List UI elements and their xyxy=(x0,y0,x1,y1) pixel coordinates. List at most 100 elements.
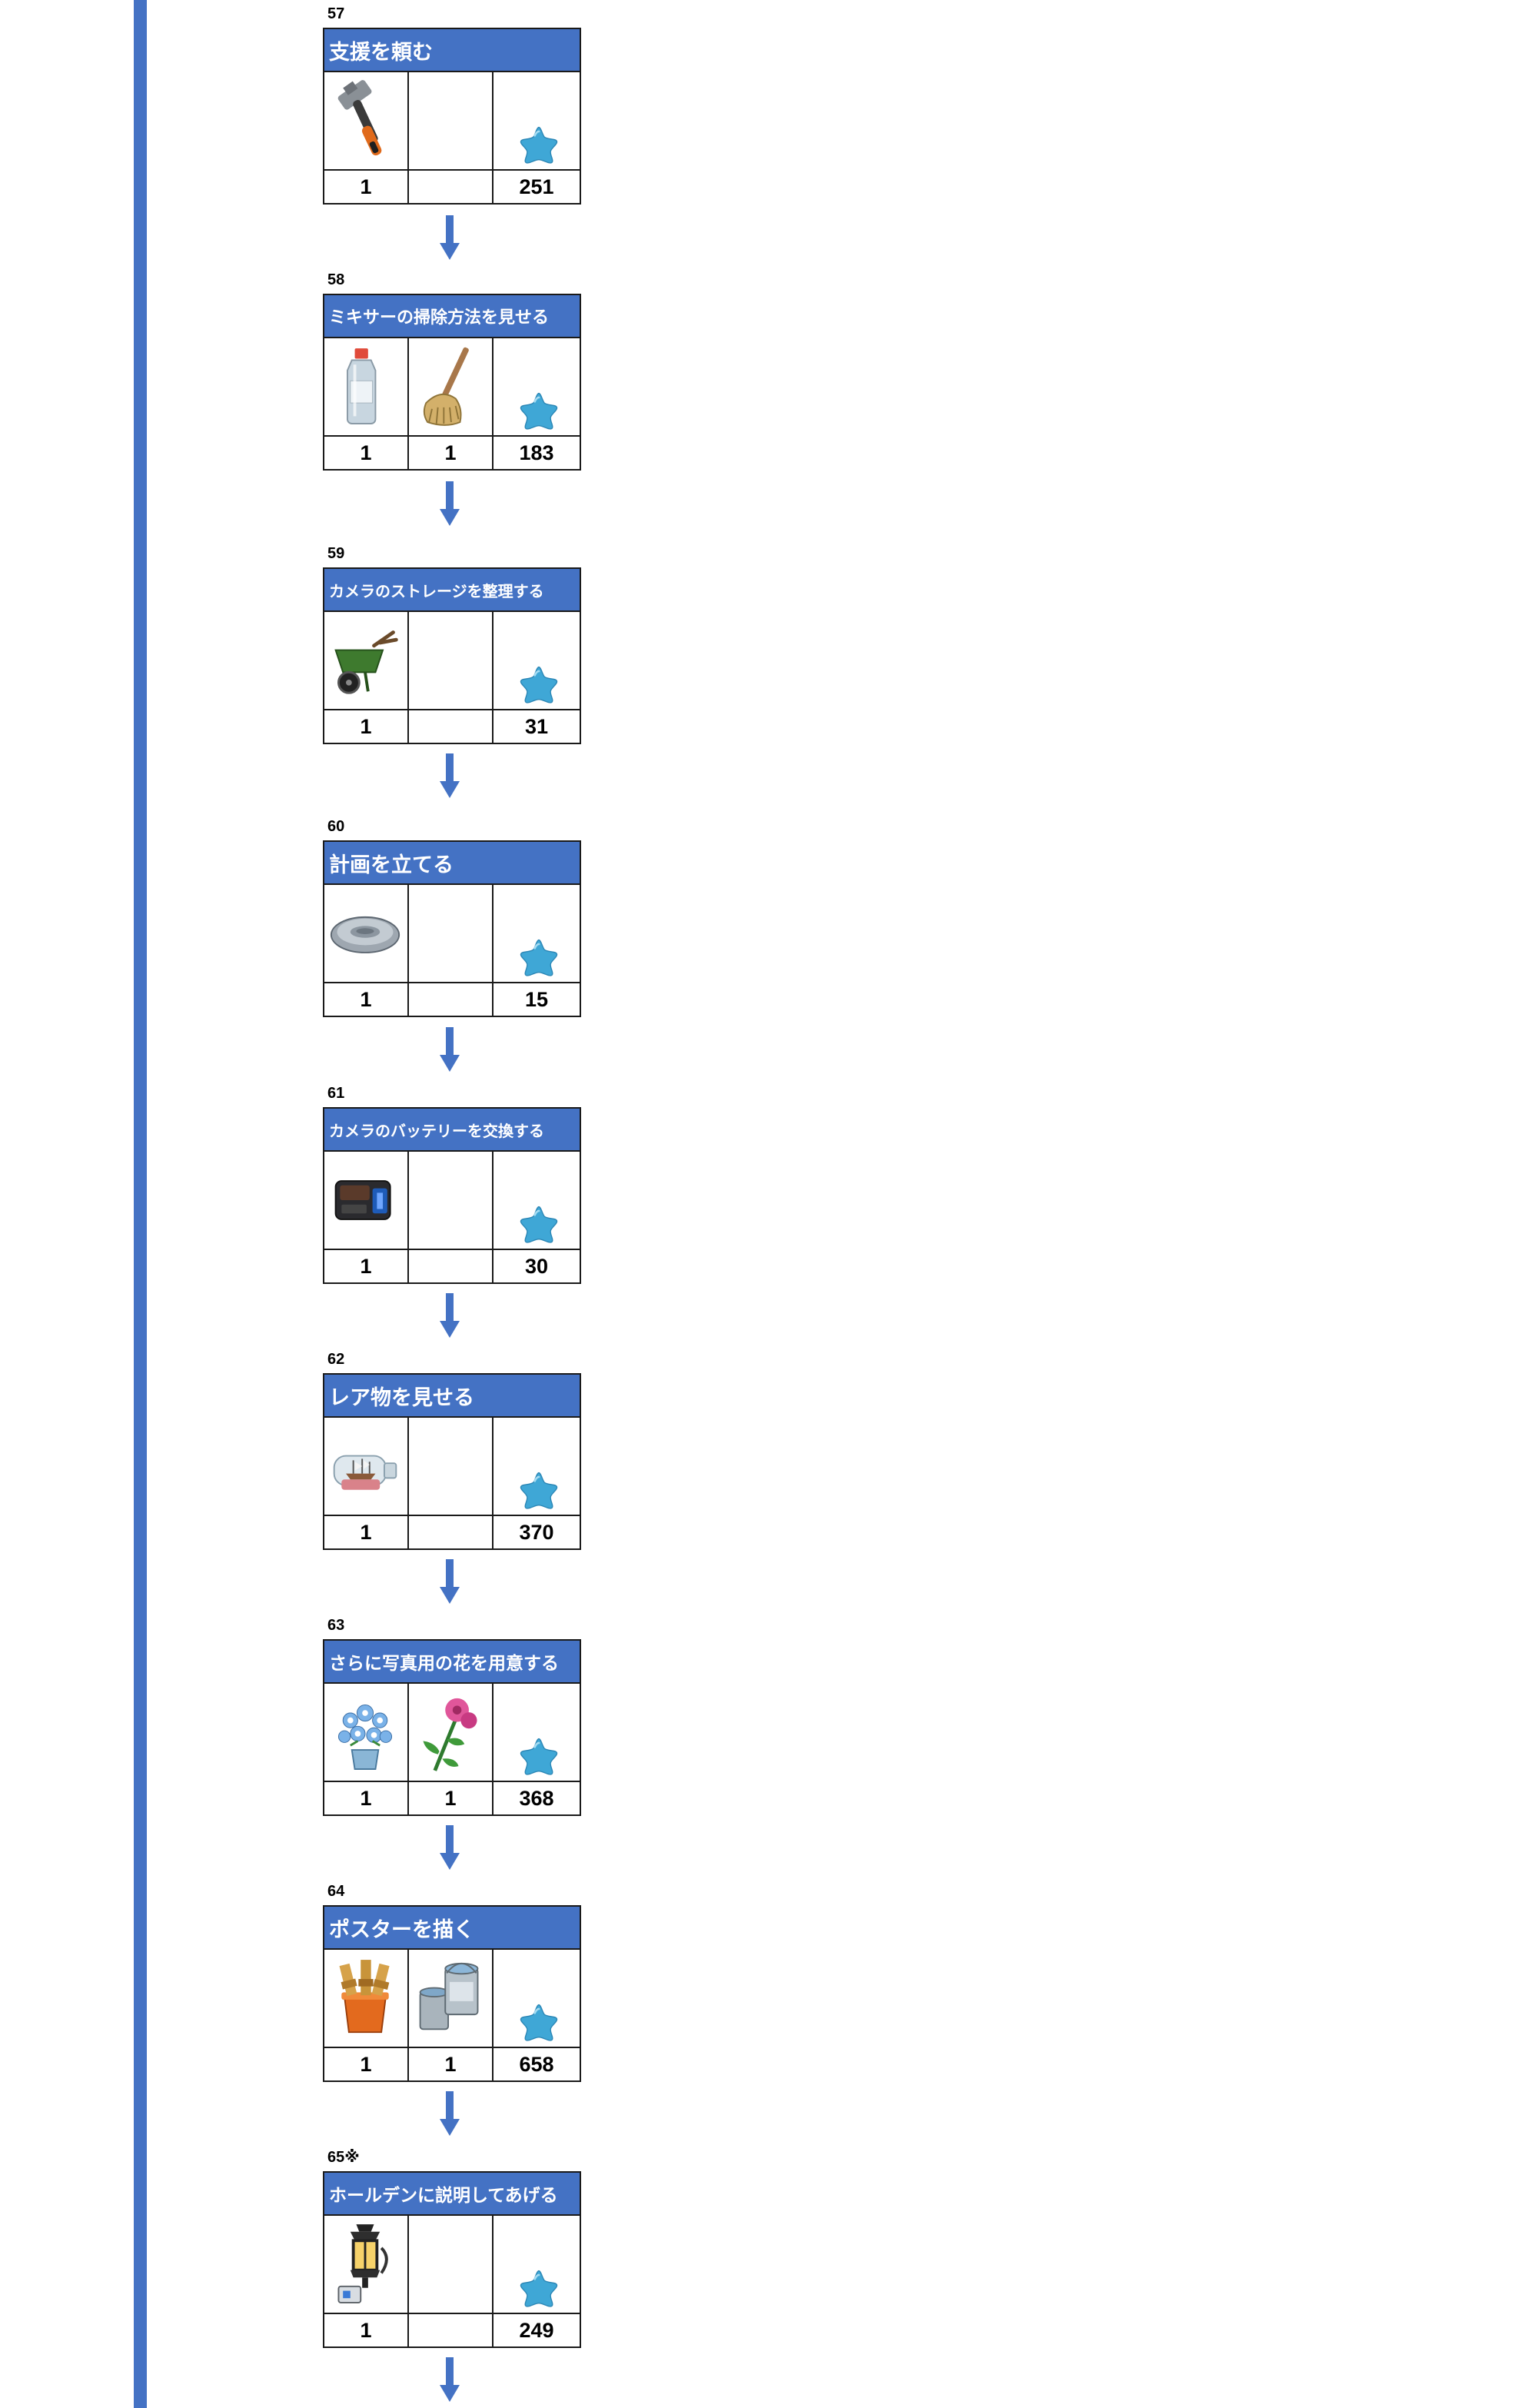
left-accent-bar xyxy=(134,0,147,2408)
down-arrow-icon xyxy=(438,2357,461,2403)
item-count: 1 xyxy=(324,2048,409,2080)
quest-number: 61 xyxy=(327,1085,345,1102)
item-image-cell xyxy=(409,1418,493,1516)
item-image-row xyxy=(324,612,580,710)
flower-bouquet-icon xyxy=(328,1688,402,1777)
down-arrow-icon xyxy=(438,2091,461,2137)
item-count-row: 1 251 xyxy=(324,171,580,203)
down-arrow-icon xyxy=(438,1559,461,1605)
star-count: 15 xyxy=(524,987,549,1011)
star-count: 249 xyxy=(519,2318,554,2342)
star-icon xyxy=(518,391,560,431)
quest-number: 63 xyxy=(327,1617,345,1634)
star-icon xyxy=(518,1470,560,1510)
hammer-icon xyxy=(328,76,402,165)
cleaner-bottle-icon xyxy=(328,342,402,431)
star-icon xyxy=(518,1204,560,1244)
star-reward-cell xyxy=(493,72,580,171)
stone-plate-icon xyxy=(328,889,402,978)
quest-number: 64 xyxy=(327,1883,345,1900)
item-count: 1 xyxy=(324,710,409,743)
item-image-cell xyxy=(324,1418,409,1516)
item-count: 1 xyxy=(324,1782,409,1814)
item-count xyxy=(409,1250,493,1282)
item-count xyxy=(409,983,493,1016)
item-count: 1 xyxy=(324,437,409,469)
item-image-cell xyxy=(409,1152,493,1250)
item-count: 1 xyxy=(409,2048,493,2080)
item-count xyxy=(409,2314,493,2346)
item-image-cell xyxy=(324,338,409,437)
item-image-row xyxy=(324,1950,580,2048)
star-reward-cell xyxy=(493,612,580,710)
item-image-cell xyxy=(409,72,493,171)
quest-title: さらに写真用の花を用意する xyxy=(324,1641,580,1684)
lantern-icon xyxy=(328,2220,402,2309)
down-arrow-icon xyxy=(438,1825,461,1871)
mop-icon xyxy=(413,342,487,431)
star-reward-cell xyxy=(493,1950,580,2048)
quest-number: 57 xyxy=(327,5,345,22)
quest-table: ホールデンに説明してあげる 1 249 xyxy=(323,2171,581,2348)
item-count: 1 xyxy=(324,2314,409,2346)
quest-title: カメラのバッテリーを交換する xyxy=(324,1109,580,1152)
quest-number: 62 xyxy=(327,1351,345,1368)
item-image-cell xyxy=(324,72,409,171)
item-image-cell xyxy=(409,885,493,983)
quest-number: 60 xyxy=(327,818,345,835)
star-reward-cell xyxy=(493,1684,580,1782)
star-icon xyxy=(518,937,560,977)
down-arrow-icon xyxy=(438,753,461,800)
down-arrow-icon xyxy=(438,215,461,261)
quest-title: カメラのストレージを整理する xyxy=(324,569,580,612)
item-image-cell xyxy=(324,1684,409,1782)
battery-icon xyxy=(328,1156,402,1245)
item-image-cell xyxy=(409,1950,493,2048)
quest-title: ホールデンに説明してあげる xyxy=(324,2173,580,2216)
item-image-cell xyxy=(324,612,409,710)
quest-number: 65※ xyxy=(327,2149,360,2166)
star-count: 251 xyxy=(519,175,554,198)
star-icon xyxy=(518,664,560,704)
item-count-row: 1 249 xyxy=(324,2314,580,2346)
item-image-cell xyxy=(324,1152,409,1250)
star-reward-cell xyxy=(493,885,580,983)
item-image-row xyxy=(324,1152,580,1250)
down-arrow-icon xyxy=(438,1293,461,1339)
item-image-row xyxy=(324,338,580,437)
star-reward-cell xyxy=(493,2216,580,2314)
paint-cans-icon xyxy=(413,1954,487,2043)
down-arrow-icon xyxy=(438,1027,461,1073)
wheelbarrow-icon xyxy=(328,616,402,705)
brush-bucket-icon xyxy=(328,1954,402,2043)
quest-title: 計画を立てる xyxy=(324,842,580,885)
down-arrow-icon xyxy=(438,481,461,527)
item-image-cell xyxy=(409,2216,493,2314)
pink-flower-icon xyxy=(413,1688,487,1777)
item-image-cell xyxy=(409,612,493,710)
item-count: 1 xyxy=(324,171,409,203)
item-image-row xyxy=(324,72,580,171)
item-image-row xyxy=(324,1418,580,1516)
item-count-row: 1 31 xyxy=(324,710,580,743)
quest-title: レア物を見せる xyxy=(324,1375,580,1418)
star-count: 31 xyxy=(524,714,549,738)
quest-title: ポスターを描く xyxy=(324,1907,580,1950)
star-count: 30 xyxy=(524,1254,549,1278)
quest-table: さらに写真用の花を用意する xyxy=(323,1639,581,1816)
star-count: 658 xyxy=(519,2052,554,2076)
item-image-cell xyxy=(324,2216,409,2314)
star-count: 368 xyxy=(519,1786,554,1810)
star-icon xyxy=(518,1736,560,1776)
item-image-row xyxy=(324,1684,580,1782)
item-image-cell xyxy=(324,1950,409,2048)
quest-title: ミキサーの掃除方法を見せる xyxy=(324,295,580,338)
star-icon xyxy=(518,125,560,165)
